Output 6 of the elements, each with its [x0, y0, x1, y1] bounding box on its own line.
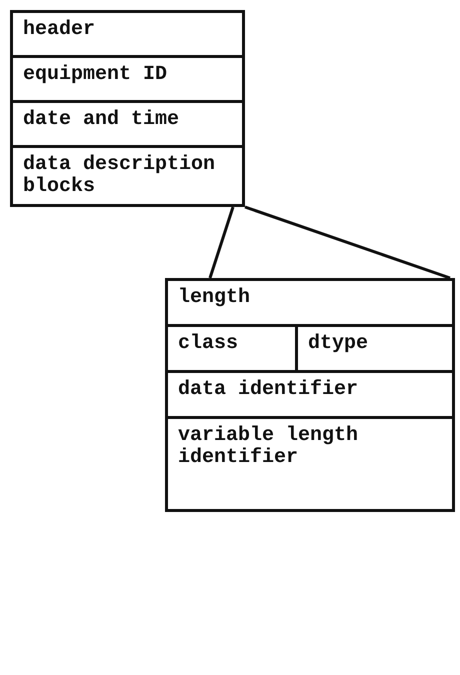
expansion-line: [244, 206, 450, 280]
field-cell: date and time: [10, 100, 245, 148]
field-cell: equipment ID: [10, 55, 245, 103]
expansion-line: [208, 206, 234, 278]
field-cell: data description blocks: [10, 145, 245, 207]
field-cell: header: [10, 10, 245, 58]
